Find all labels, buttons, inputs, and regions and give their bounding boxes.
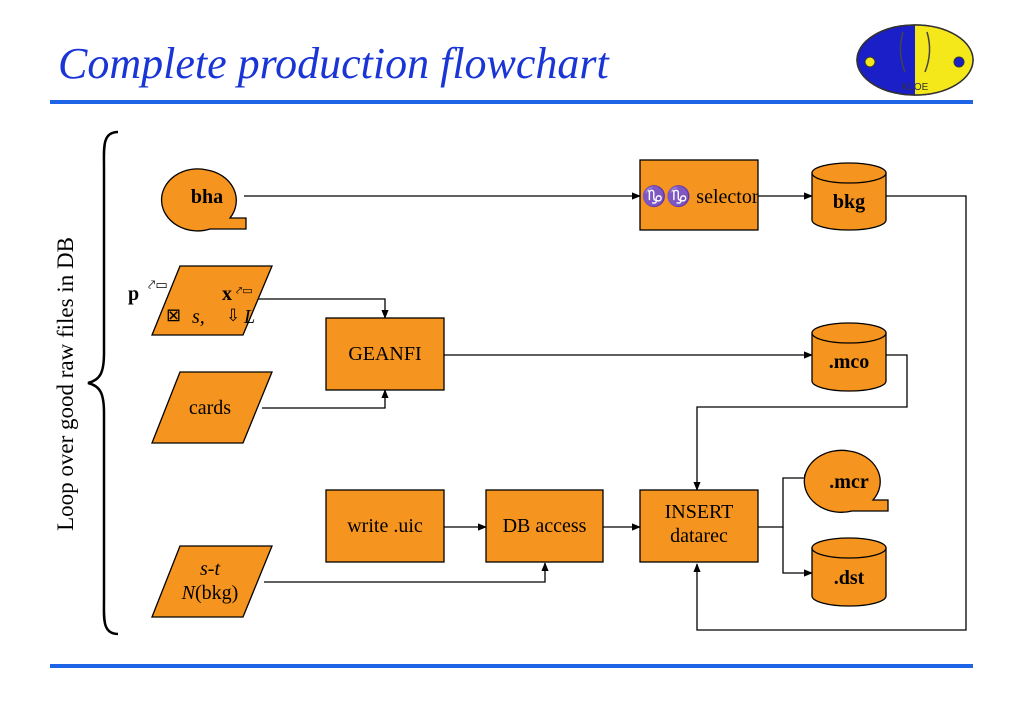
params-p-icons: ⤤▭: [148, 278, 168, 293]
mco-label: .mco: [828, 351, 870, 373]
curly-brace: [87, 130, 119, 636]
params-arrow-icon: ⇩: [226, 306, 241, 326]
st-label-2-n: N: [181, 582, 195, 604]
bottom-rule: [50, 664, 973, 668]
arrow-bkg-insert: [693, 195, 967, 631]
arrow-mco-insert: [693, 354, 908, 491]
geanfi-box: [325, 317, 445, 391]
arrow-insert-dst: [782, 527, 813, 577]
selector-box: [639, 159, 759, 231]
insert-label-1: INSERT: [664, 501, 734, 523]
write-uic-box: [325, 489, 445, 563]
mco-cylinder: [811, 332, 887, 392]
arrow-params-geanfi: [252, 298, 389, 319]
params-x-icons: ⤤▭: [236, 284, 253, 297]
st-label-2-rest: (bkg): [195, 582, 239, 604]
params-box-icon: ⊠: [166, 305, 182, 326]
arrow-st-dbaccess: [264, 562, 549, 583]
st-label-2: N(bkg): [170, 581, 250, 605]
params-l-label: L: [244, 306, 256, 328]
st-label-1: s-t: [200, 558, 220, 580]
arrow-insert-mcr: [758, 474, 813, 528]
params-x-label: x: [222, 283, 232, 305]
params-parallelogram: [151, 265, 273, 336]
cards-parallelogram: [151, 371, 273, 444]
mcr-node: [803, 449, 889, 513]
params-s-label: s,: [192, 306, 205, 328]
top-rule: [50, 100, 973, 104]
write-uic-label: write .uic: [347, 515, 423, 537]
bkg-label: bkg: [832, 191, 866, 213]
bha-label: bha: [190, 186, 224, 208]
dst-cylinder: [811, 547, 887, 607]
cards-label: cards: [188, 397, 232, 419]
mcr-label: .mcr: [829, 471, 869, 493]
kloe-logo: KLOE: [856, 24, 974, 96]
svg-text:KLOE: KLOE: [902, 82, 929, 93]
db-access-label: DB access: [502, 515, 587, 537]
bha-node: [160, 168, 247, 232]
arrow-cards-geanfi: [262, 389, 389, 409]
selector-label: ♑♑ selector: [641, 186, 759, 208]
geanfi-label: GEANFI: [348, 343, 422, 365]
insert-box: [639, 489, 759, 563]
params-p-label: p: [128, 283, 140, 305]
page-title: Complete production flowchart: [58, 39, 609, 88]
insert-label-2: datarec: [670, 525, 728, 547]
bkg-cylinder: [811, 172, 887, 231]
dst-label: .dst: [833, 567, 865, 589]
st-parallelogram: [151, 545, 273, 618]
db-access-box: [485, 489, 604, 563]
